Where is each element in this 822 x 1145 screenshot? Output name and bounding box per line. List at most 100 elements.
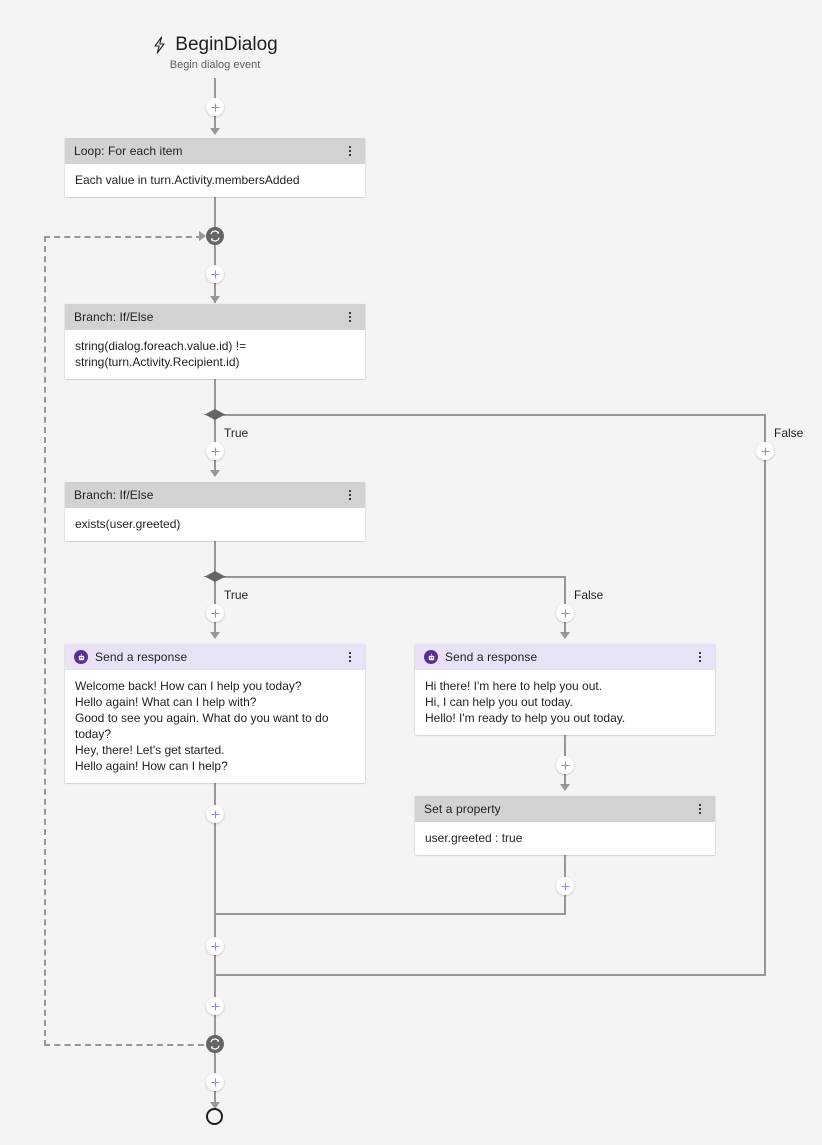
node-set-property-body-line-0: user.greeted : true [425,831,523,845]
node-loop-title: Loop: For each item [74,144,183,158]
plus-icon [561,882,569,890]
branch-outer-diamond [204,409,226,420]
end-node-icon [206,1108,223,1125]
bot-glyph-icon [78,653,84,660]
bot-glyph-icon [428,653,434,660]
node-send-response-new-header: Send a response [415,644,715,670]
add-step-button-inner-merge[interactable] [206,937,224,955]
node-branch-outer-body-line-1: string(turn.Activity.Recipient.id) [75,355,240,369]
node-branch-inner-body: exists(user.greeted) [65,508,365,541]
edge-outer-split-horizontal [215,414,766,416]
node-set-property-title: Set a property [424,802,501,816]
branch-label-inner-true: True [224,588,249,602]
arrow-to-loop [210,128,220,135]
response-line-4: Hello again! How can I help? [75,759,228,773]
edge-branch-inner-to-diamond [214,541,216,577]
add-step-button-end[interactable] [206,1073,224,1091]
plus-icon [561,609,569,617]
loop-repeat-icon-bottom [206,1035,224,1053]
response-line-2: Good to see you again. What do you want … [75,711,332,741]
node-send-response-returning-header: Send a response [65,644,365,670]
loop-repeat-icon-top [206,227,224,245]
add-step-button-returning-after[interactable] [206,805,224,823]
node-branch-outer-body: string(dialog.foreach.value.id) != strin… [65,330,365,379]
node-branch-inner-header: Branch: If/Else [65,482,365,508]
response-line-1: Hello again! What can I help with? [75,695,257,709]
loop-back-line-top [44,236,202,238]
more-options-icon-branch-inner[interactable] [343,487,357,503]
plus-icon [211,810,219,818]
response-new-line-1: Hi, I can help you out today. [425,695,573,709]
node-branch-outer-title: Branch: If/Else [74,310,154,324]
node-set-property-body: user.greeted : true [415,822,715,855]
node-branch-inner-title: Branch: If/Else [74,488,154,502]
arrow-to-send-response-new [560,632,570,639]
edge-branch-outer-to-diamond [214,379,216,415]
more-options-icon-set-property[interactable] [693,801,707,817]
node-send-response-new-body: Hi there! I'm here to help you out. Hi, … [415,670,715,735]
loop-back-line-bottom [44,1044,204,1046]
plus-icon [211,447,219,455]
add-step-button-inner-true[interactable] [206,604,224,622]
arrow-to-set-property [560,784,570,791]
branch-inner-diamond [204,571,226,582]
trigger-title: BeginDialog [175,34,278,55]
node-send-response-returning[interactable]: Send a response Welcome back! How can I … [65,644,365,783]
edge-inner-merge-horizontal [215,913,566,915]
node-branch-outer-body-line-0: string(dialog.foreach.value.id) != [75,339,247,353]
edge-outer-false-down [764,414,766,975]
add-step-button-outer-merge[interactable] [206,997,224,1015]
node-send-response-new-title: Send a response [445,650,538,664]
more-options-icon-send-response-returning[interactable] [343,649,357,665]
add-step-button-outer-false[interactable] [756,442,774,460]
node-set-property-header: Set a property [415,796,715,822]
loop-back-line-vertical [44,236,46,1046]
plus-icon [211,1002,219,1010]
node-send-response-new[interactable]: Send a response Hi there! I'm here to he… [415,644,715,735]
plus-icon [761,447,769,455]
more-options-icon-send-response-new[interactable] [693,649,707,665]
response-new-line-0: Hi there! I'm here to help you out. [425,679,603,693]
add-step-button-outer-true[interactable] [206,442,224,460]
response-line-3: Hey, there! Let's get started. [75,743,225,757]
plus-icon [211,103,219,111]
node-loop-body-line-0: Each value in turn.Activity.membersAdded [75,173,300,187]
more-options-icon-branch-outer[interactable] [343,309,357,325]
plus-icon [211,270,219,278]
bot-response-icon [74,650,88,664]
branch-label-outer-true: True [224,426,249,440]
edge-inner-split-horizontal [215,576,566,578]
response-line-0: Welcome back! How can I help you today? [75,679,302,693]
add-step-button-inner-false[interactable] [556,604,574,622]
more-options-icon-loop[interactable] [343,143,357,159]
node-set-property[interactable]: Set a property user.greeted : true [415,796,715,855]
node-branch-outer-header: Branch: If/Else [65,304,365,330]
plus-icon [211,942,219,950]
loop-repeat-icon [210,230,220,242]
plus-icon [211,1078,219,1086]
edge-returning-to-merge [214,782,216,975]
node-send-response-returning-title: Send a response [95,650,188,664]
add-step-button-2[interactable] [206,265,224,283]
trigger-subtitle: Begin dialog event [169,59,261,71]
plus-icon [561,761,569,769]
arrow-to-branch-outer [210,296,220,303]
node-branch-outer[interactable]: Branch: If/Else string(dialog.foreach.va… [65,304,365,379]
add-step-button-set-property-after[interactable] [556,877,574,895]
trigger-title-row: BeginDialog [115,34,315,56]
add-step-button-1[interactable] [206,98,224,116]
edge-outer-false-merge [215,974,766,976]
add-step-button-new-after[interactable] [556,756,574,774]
branch-label-inner-false: False [574,588,604,602]
arrow-to-branch-inner [210,470,220,477]
node-loop-foreach[interactable]: Loop: For each item Each value in turn.A… [65,138,365,197]
loop-back-arrow [199,231,206,241]
trigger-header: BeginDialog Begin dialog event [115,34,315,71]
node-send-response-returning-body: Welcome back! How can I help you today? … [65,670,365,783]
node-branch-inner[interactable]: Branch: If/Else exists(user.greeted) [65,482,365,541]
lightning-bolt-icon [154,36,165,54]
arrow-to-send-response-returning [210,632,220,639]
node-loop-header: Loop: For each item [65,138,365,164]
loop-repeat-icon [210,1038,220,1050]
